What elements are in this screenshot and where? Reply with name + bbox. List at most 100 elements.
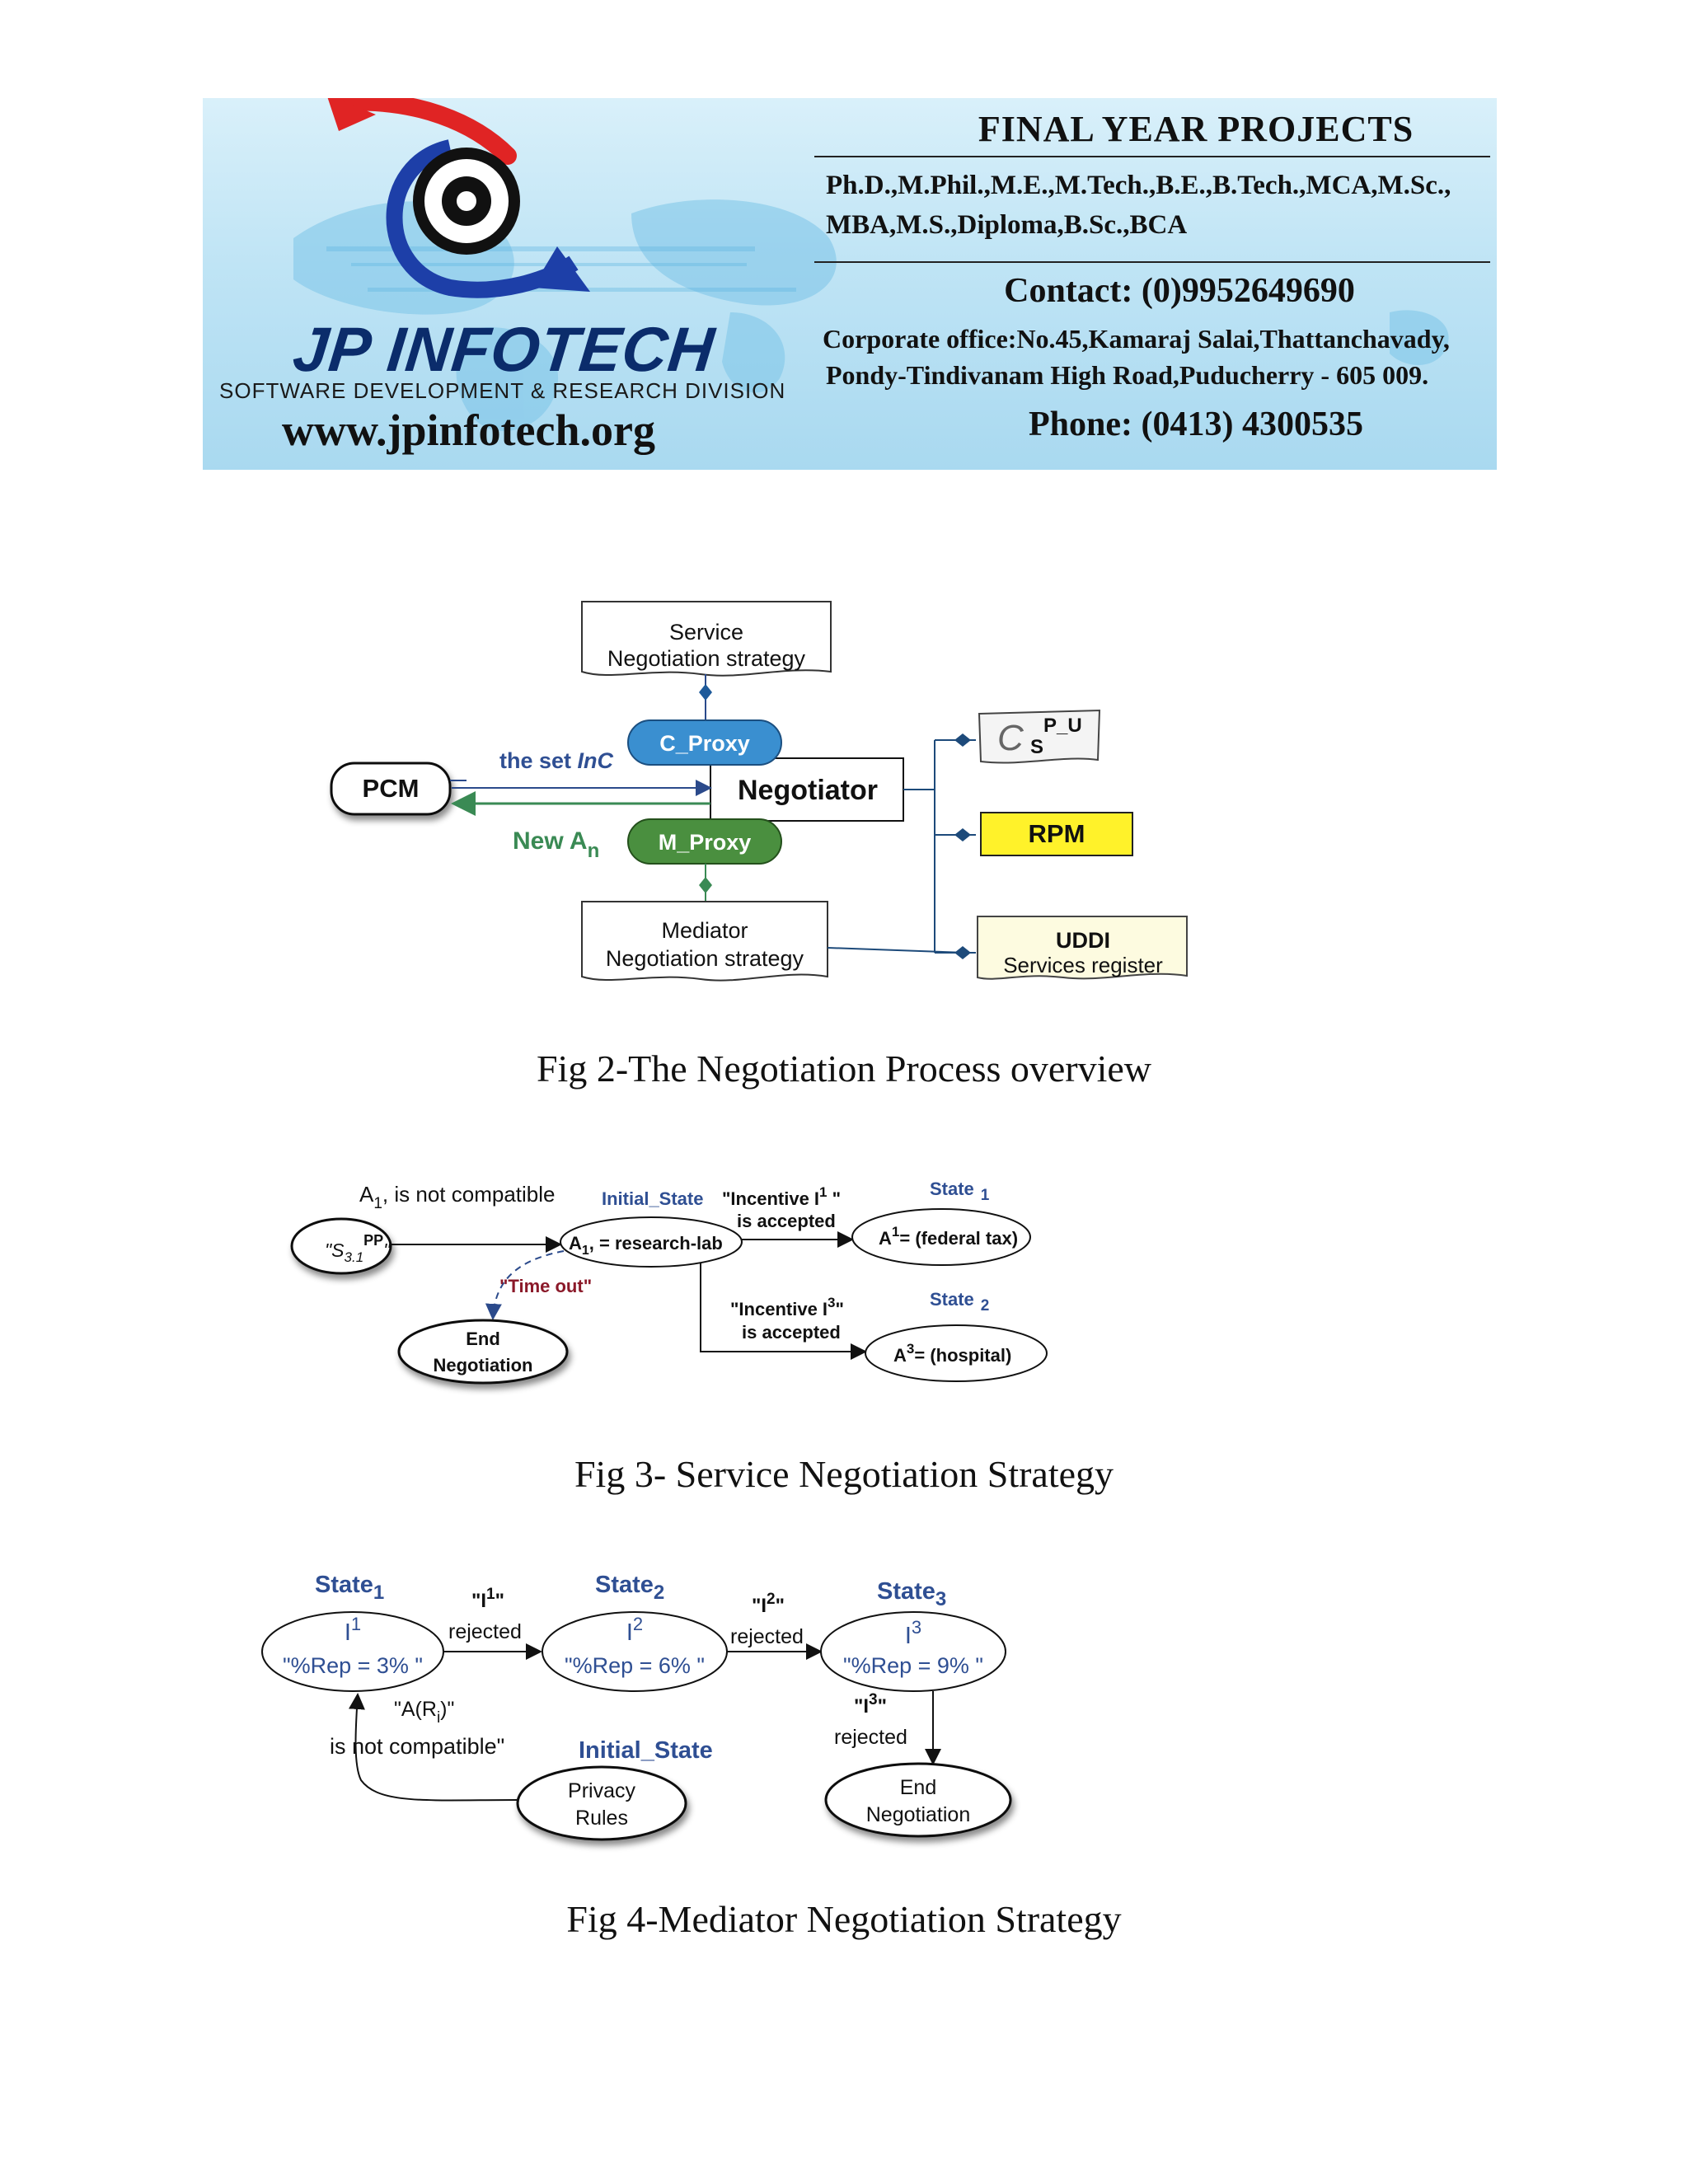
svg-text:A1= (federal tax): A1= (federal tax) bbox=[879, 1224, 1018, 1249]
brand-name: JP INFOTECH bbox=[289, 315, 719, 385]
contact-number: Contact: (0)9952649690 bbox=[1004, 272, 1355, 310]
state3-label: State bbox=[877, 1578, 935, 1605]
incentive3-end: " bbox=[836, 1299, 844, 1319]
svg-text:"A(Ri)": "A(Ri)" bbox=[394, 1698, 454, 1727]
ari-end: )" bbox=[440, 1698, 454, 1721]
svg-text:the set InC: the set InC bbox=[499, 748, 614, 773]
uddi-label: UDDI bbox=[1056, 928, 1110, 953]
svg-text:"I1": "I1" bbox=[471, 1586, 504, 1612]
hospital-a: A bbox=[893, 1345, 907, 1366]
pcm-label: PCM bbox=[363, 774, 420, 803]
fig2-diagram: Service Negotiation strategy Negotiator … bbox=[330, 601, 1188, 982]
rejected-label-2: rejected bbox=[730, 1625, 804, 1648]
degrees-line-1: Ph.D.,M.Phil.,M.E.,M.Tech.,B.E.,B.Tech.,… bbox=[826, 171, 1451, 200]
svg-text:I2: I2 bbox=[626, 1614, 643, 1646]
pcm-box bbox=[330, 762, 452, 816]
rejected-label-3: rejected bbox=[834, 1726, 907, 1749]
end-label: End bbox=[466, 1329, 500, 1349]
jp-infotech-logo bbox=[327, 98, 590, 298]
ari-sub: i bbox=[437, 1709, 440, 1727]
s31-sub: 3.1 bbox=[345, 1249, 364, 1265]
connector-diamond bbox=[954, 946, 971, 959]
svg-text:State3: State3 bbox=[877, 1578, 946, 1610]
service-negotiation-strategy-box: Service Negotiation strategy bbox=[581, 601, 832, 677]
website-link[interactable]: www.jpinfotech.org bbox=[282, 405, 655, 455]
fig3-caption: Fig 3- Service Negotiation Strategy bbox=[574, 1453, 1114, 1495]
office-address-line-1: Corporate office:No.45,Kamaraj Salai,Tha… bbox=[823, 324, 1450, 354]
rep3-label: "%Rep = 9% " bbox=[843, 1653, 983, 1678]
svg-text:A1, is not compatible: A1, is not compatible bbox=[359, 1182, 555, 1212]
q2-end: " bbox=[776, 1595, 785, 1617]
federal-tax-node bbox=[851, 1208, 1031, 1266]
incentive1-sup: 1 bbox=[819, 1184, 827, 1200]
state1-label: State bbox=[930, 1179, 974, 1199]
mediator-strategy-label-line-1: Mediator bbox=[661, 918, 748, 943]
ari-label: "A(R bbox=[394, 1698, 437, 1721]
svg-text:State2: State2 bbox=[930, 1289, 989, 1315]
s31-label: "S bbox=[325, 1240, 345, 1261]
inc-label: InC bbox=[578, 748, 614, 773]
fig4-caption: Fig 4-Mediator Negotiation Strategy bbox=[566, 1898, 1122, 1940]
negotiator-box bbox=[710, 757, 904, 822]
office-address-line-2: Pondy-Tindivanam High Road,Puducherry - … bbox=[826, 360, 1429, 390]
i2-sup: 2 bbox=[633, 1614, 643, 1634]
federal-tax-a: A bbox=[879, 1228, 892, 1249]
is-not-compatible-label: is not compatible" bbox=[330, 1734, 504, 1759]
svg-text:New An: New An bbox=[513, 827, 599, 862]
q1-label: "I bbox=[471, 1590, 486, 1612]
new-a-label: New A bbox=[513, 827, 588, 855]
negotiator-label: Negotiator bbox=[738, 775, 878, 806]
connector-diamond bbox=[699, 877, 712, 893]
is-accepted-label-2: is accepted bbox=[742, 1322, 841, 1343]
end-negotiation-node bbox=[397, 1319, 569, 1385]
connector-diamond bbox=[954, 733, 971, 747]
svg-text:A1, = research-lab: A1, = research-lab bbox=[569, 1233, 723, 1258]
connector-diamond bbox=[699, 684, 712, 701]
s31-sup: PP bbox=[363, 1232, 383, 1249]
research-lab-sub: 1 bbox=[582, 1244, 589, 1258]
m-proxy-label: M_Proxy bbox=[659, 830, 752, 855]
connector-diamond bbox=[954, 828, 971, 841]
state1-sub: 1 bbox=[373, 1582, 384, 1604]
division-text: SOFTWARE DEVELOPMENT & RESEARCH DIVISION bbox=[219, 378, 786, 403]
service-strategy-label-line-1: Service bbox=[669, 620, 743, 644]
q2-label: "I bbox=[752, 1595, 767, 1617]
incentive1-label: "Incentive I bbox=[722, 1188, 819, 1209]
c-proxy-pill bbox=[627, 719, 782, 766]
final-year-projects-title: FINAL YEAR PROJECTS bbox=[978, 109, 1414, 149]
state2-sub: 2 bbox=[654, 1582, 664, 1604]
incentive3-label: "Incentive I bbox=[730, 1299, 828, 1319]
rep1-label: "%Rep = 3% " bbox=[283, 1653, 423, 1678]
state3-sub: 3 bbox=[935, 1588, 946, 1610]
mediator-negotiation-strategy-box: Mediator Negotiation strategy bbox=[581, 901, 828, 982]
i1-sup: 1 bbox=[351, 1614, 361, 1634]
a1-sub: 1 bbox=[373, 1195, 382, 1212]
hospital-sup: 3 bbox=[907, 1341, 914, 1357]
q3-label: "I bbox=[854, 1695, 869, 1718]
service-strategy-label-line-2: Negotiation strategy bbox=[607, 646, 806, 671]
privacy-label: Privacy bbox=[568, 1779, 635, 1802]
i1-label: I bbox=[345, 1619, 351, 1646]
federal-tax-sup: 1 bbox=[892, 1224, 899, 1240]
state2-sub: 2 bbox=[981, 1297, 990, 1315]
incentive3-sup: 3 bbox=[828, 1295, 835, 1310]
federal-tax-label: = (federal tax) bbox=[899, 1228, 1018, 1249]
divider bbox=[814, 156, 1490, 157]
s31-pp-node bbox=[290, 1217, 392, 1275]
q3-end: " bbox=[878, 1695, 887, 1718]
incentive1-end: " bbox=[828, 1188, 842, 1209]
end-negotiation-node-2 bbox=[824, 1762, 1012, 1838]
uddi-services-register-box: UDDI Services register bbox=[977, 916, 1188, 980]
state2-label: State bbox=[595, 1572, 654, 1598]
svg-text:"Incentive I1 ": "Incentive I1 " bbox=[722, 1184, 841, 1209]
fig4-diagram: State1 I1 "%Rep = 3% " "I1" rejected Sta… bbox=[261, 1572, 1012, 1841]
fig2-caption: Fig 2-The Negotiation Process overview bbox=[536, 1047, 1152, 1090]
end-label-2: End bbox=[900, 1776, 936, 1799]
state1-sub: 1 bbox=[981, 1187, 990, 1204]
services-register-label: Services register bbox=[1003, 953, 1163, 977]
q1-sup: 1 bbox=[486, 1586, 495, 1603]
i3-sup: 3 bbox=[912, 1617, 921, 1638]
q1-end: " bbox=[495, 1590, 504, 1612]
svg-text:A3= (hospital): A3= (hospital) bbox=[893, 1341, 1011, 1366]
cs-sub-label: S bbox=[1030, 736, 1043, 758]
